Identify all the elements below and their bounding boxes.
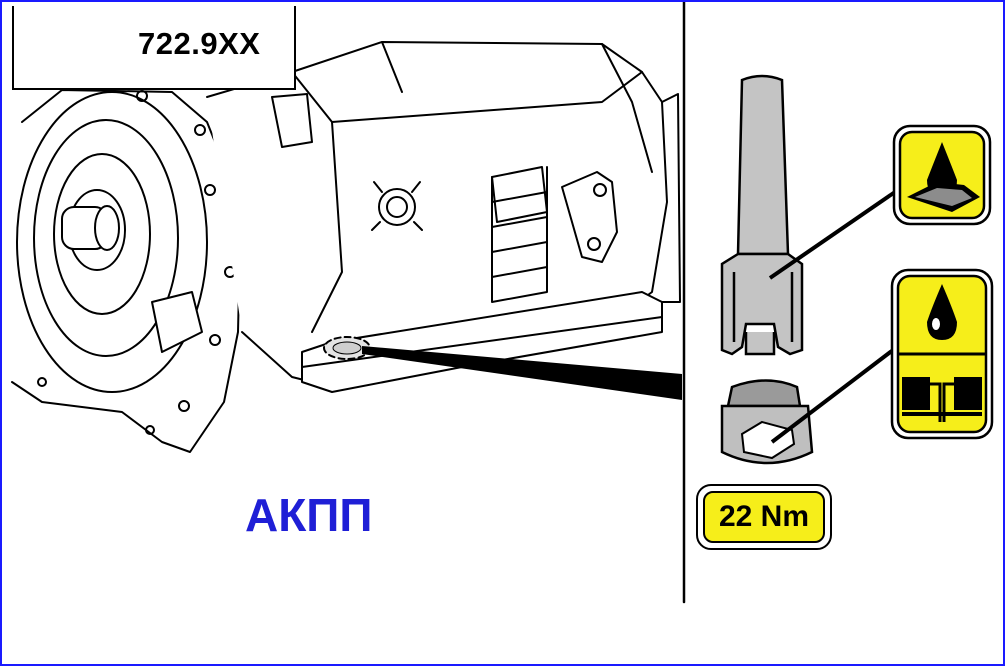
dipstick-tool [720,74,804,356]
model-header: 722.9XX [12,6,296,90]
torque-value: 22 Nm [703,491,825,543]
drain-plug [720,379,814,465]
gearbox-label: АКПП [245,489,373,541]
model-code: 722.9XX [138,26,261,61]
oil-sealant-icon [892,124,992,226]
torque-badge: 22 Nm [696,484,832,550]
oil-seal-icon [890,268,994,440]
